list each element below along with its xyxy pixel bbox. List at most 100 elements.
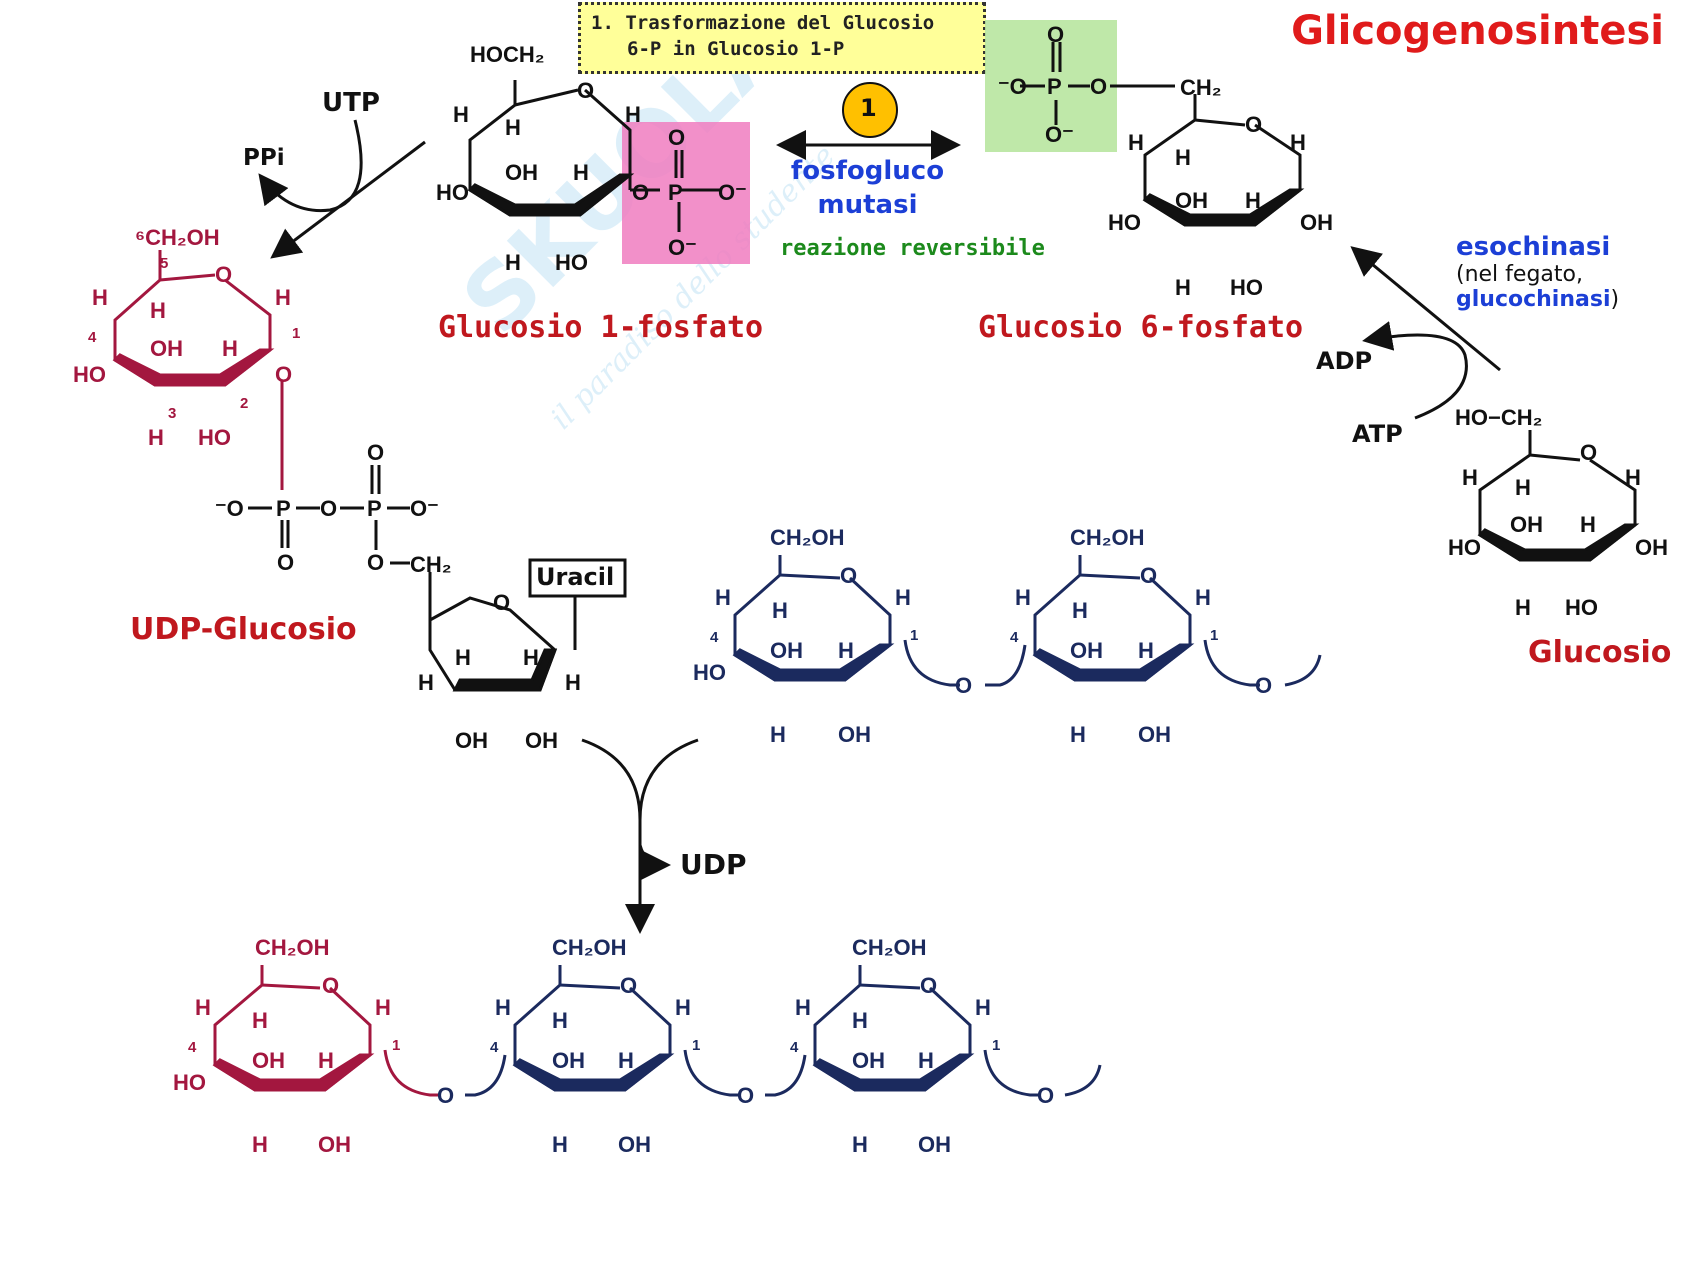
glucose-1-phosphate-structure <box>467 80 720 232</box>
uracil-box <box>528 558 627 598</box>
svg-text:H: H <box>453 102 469 127</box>
svg-text:OH: OH <box>318 1132 351 1157</box>
svg-text:HO: HO <box>1230 275 1263 300</box>
svg-text:1: 1 <box>692 1037 700 1054</box>
svg-text:H: H <box>618 1048 634 1073</box>
hexokinase-label: esochinasi <box>1456 232 1611 262</box>
svg-text:HO−CH₂: HO−CH₂ <box>1455 405 1542 430</box>
enzyme-mutase-line-1: fosfogluco <box>790 156 945 186</box>
page-title: Glicogenosintesi <box>1291 8 1664 54</box>
svg-text:OH: OH <box>1138 722 1171 747</box>
svg-text:H: H <box>418 670 434 695</box>
svg-text:H: H <box>895 585 911 610</box>
svg-text:H: H <box>1515 595 1531 620</box>
svg-text:4: 4 <box>88 329 97 346</box>
svg-text:OH: OH <box>552 1048 585 1073</box>
svg-text:OH: OH <box>252 1048 285 1073</box>
svg-text:H: H <box>1015 585 1031 610</box>
step-number-label: 1 <box>860 94 877 122</box>
svg-text:OH: OH <box>1510 512 1543 537</box>
hexokinase-label-group: esochinasi (nel fegato, glucochinasi) <box>1456 232 1619 312</box>
svg-text:⁻O: ⁻O <box>215 496 244 521</box>
svg-text:O⁻: O⁻ <box>1045 122 1074 147</box>
svg-text:H: H <box>852 1132 868 1157</box>
svg-text:H: H <box>92 285 108 310</box>
phosphoglucomutase-label: fosfogluco mutasi <box>780 155 955 223</box>
svg-text:4: 4 <box>188 1039 197 1056</box>
glucose-label: Glucosio <box>1528 635 1672 670</box>
svg-text:O: O <box>1140 563 1157 588</box>
svg-text:OH: OH <box>505 160 538 185</box>
glucose-6-phosphate-structure <box>1020 42 1305 227</box>
glycogen-primer-chain <box>732 555 1322 687</box>
svg-text:P: P <box>276 496 291 521</box>
svg-text:O: O <box>1090 74 1107 99</box>
svg-text:⁻O: ⁻O <box>998 74 1027 99</box>
svg-text:OH: OH <box>618 1132 651 1157</box>
svg-text:HO: HO <box>173 1070 206 1095</box>
svg-text:HO: HO <box>73 362 106 387</box>
svg-text:1: 1 <box>910 627 918 644</box>
utp-arrow <box>258 119 426 259</box>
svg-text:H: H <box>770 722 786 747</box>
svg-text:1: 1 <box>392 1037 400 1054</box>
svg-text:H: H <box>1515 475 1531 500</box>
svg-text:CH₂OH: CH₂OH <box>1070 525 1145 550</box>
svg-text:HO: HO <box>436 180 469 205</box>
svg-text:P: P <box>367 496 382 521</box>
svg-text:H: H <box>852 1008 868 1033</box>
svg-text:OH: OH <box>1070 638 1103 663</box>
extended-glycogen-blue-units <box>465 965 1102 1097</box>
udp-glucose-sugar <box>112 250 284 490</box>
svg-text:O: O <box>668 125 685 150</box>
svg-text:H: H <box>795 995 811 1020</box>
udp-label: UDP <box>680 848 747 881</box>
svg-text:H: H <box>918 1048 934 1073</box>
svg-text:H: H <box>1128 130 1144 155</box>
svg-text:H: H <box>505 115 521 140</box>
svg-text:H: H <box>625 102 641 127</box>
svg-text:H: H <box>1580 512 1596 537</box>
svg-text:O: O <box>320 496 337 521</box>
svg-text:H: H <box>148 425 164 450</box>
svg-text:O: O <box>277 550 294 575</box>
hexokinase-note-close: ) <box>1610 287 1620 312</box>
svg-text:O⁻: O⁻ <box>668 235 697 260</box>
svg-text:H: H <box>275 285 291 310</box>
svg-text:2: 2 <box>240 395 248 412</box>
svg-text:H: H <box>455 645 471 670</box>
svg-text:O: O <box>437 1083 454 1108</box>
svg-text:O: O <box>920 973 937 998</box>
svg-text:H: H <box>495 995 511 1020</box>
glucokinase-label: glucochinasi <box>1456 287 1611 312</box>
svg-text:OH: OH <box>838 722 871 747</box>
svg-text:O: O <box>1047 22 1064 47</box>
svg-text:O: O <box>955 673 972 698</box>
svg-text:H: H <box>1072 598 1088 623</box>
svg-text:OH: OH <box>150 336 183 361</box>
svg-text:H: H <box>222 336 238 361</box>
svg-text:4: 4 <box>710 629 719 646</box>
svg-text:O: O <box>840 563 857 588</box>
svg-text:1: 1 <box>992 1037 1000 1054</box>
udp-glucose-label: UDP-Glucosio <box>130 612 357 647</box>
step-number-circle <box>842 82 898 138</box>
phosphate-highlight-pink <box>622 122 750 264</box>
atp-label: ATP <box>1352 420 1403 448</box>
svg-text:H: H <box>1245 188 1261 213</box>
svg-text:O: O <box>737 1083 754 1108</box>
svg-text:O: O <box>322 973 339 998</box>
step-description-box: 1. Trasformazione del Glucosio 6-P in Gl… <box>578 2 986 74</box>
hexokinase-note: (nel fegato, <box>1456 262 1619 287</box>
svg-text:O: O <box>493 590 510 615</box>
svg-text:OH: OH <box>1300 210 1333 235</box>
svg-text:O⁻: O⁻ <box>718 180 747 205</box>
svg-text:OH: OH <box>1175 188 1208 213</box>
svg-text:OH: OH <box>525 728 558 753</box>
svg-text:HO: HO <box>1565 595 1598 620</box>
hexokinase-note-open: (nel fegato, <box>1456 262 1583 287</box>
svg-text:OH: OH <box>455 728 488 753</box>
reversible-reaction-label: reazione reversibile <box>780 236 1045 261</box>
svg-text:O: O <box>1245 112 1262 137</box>
